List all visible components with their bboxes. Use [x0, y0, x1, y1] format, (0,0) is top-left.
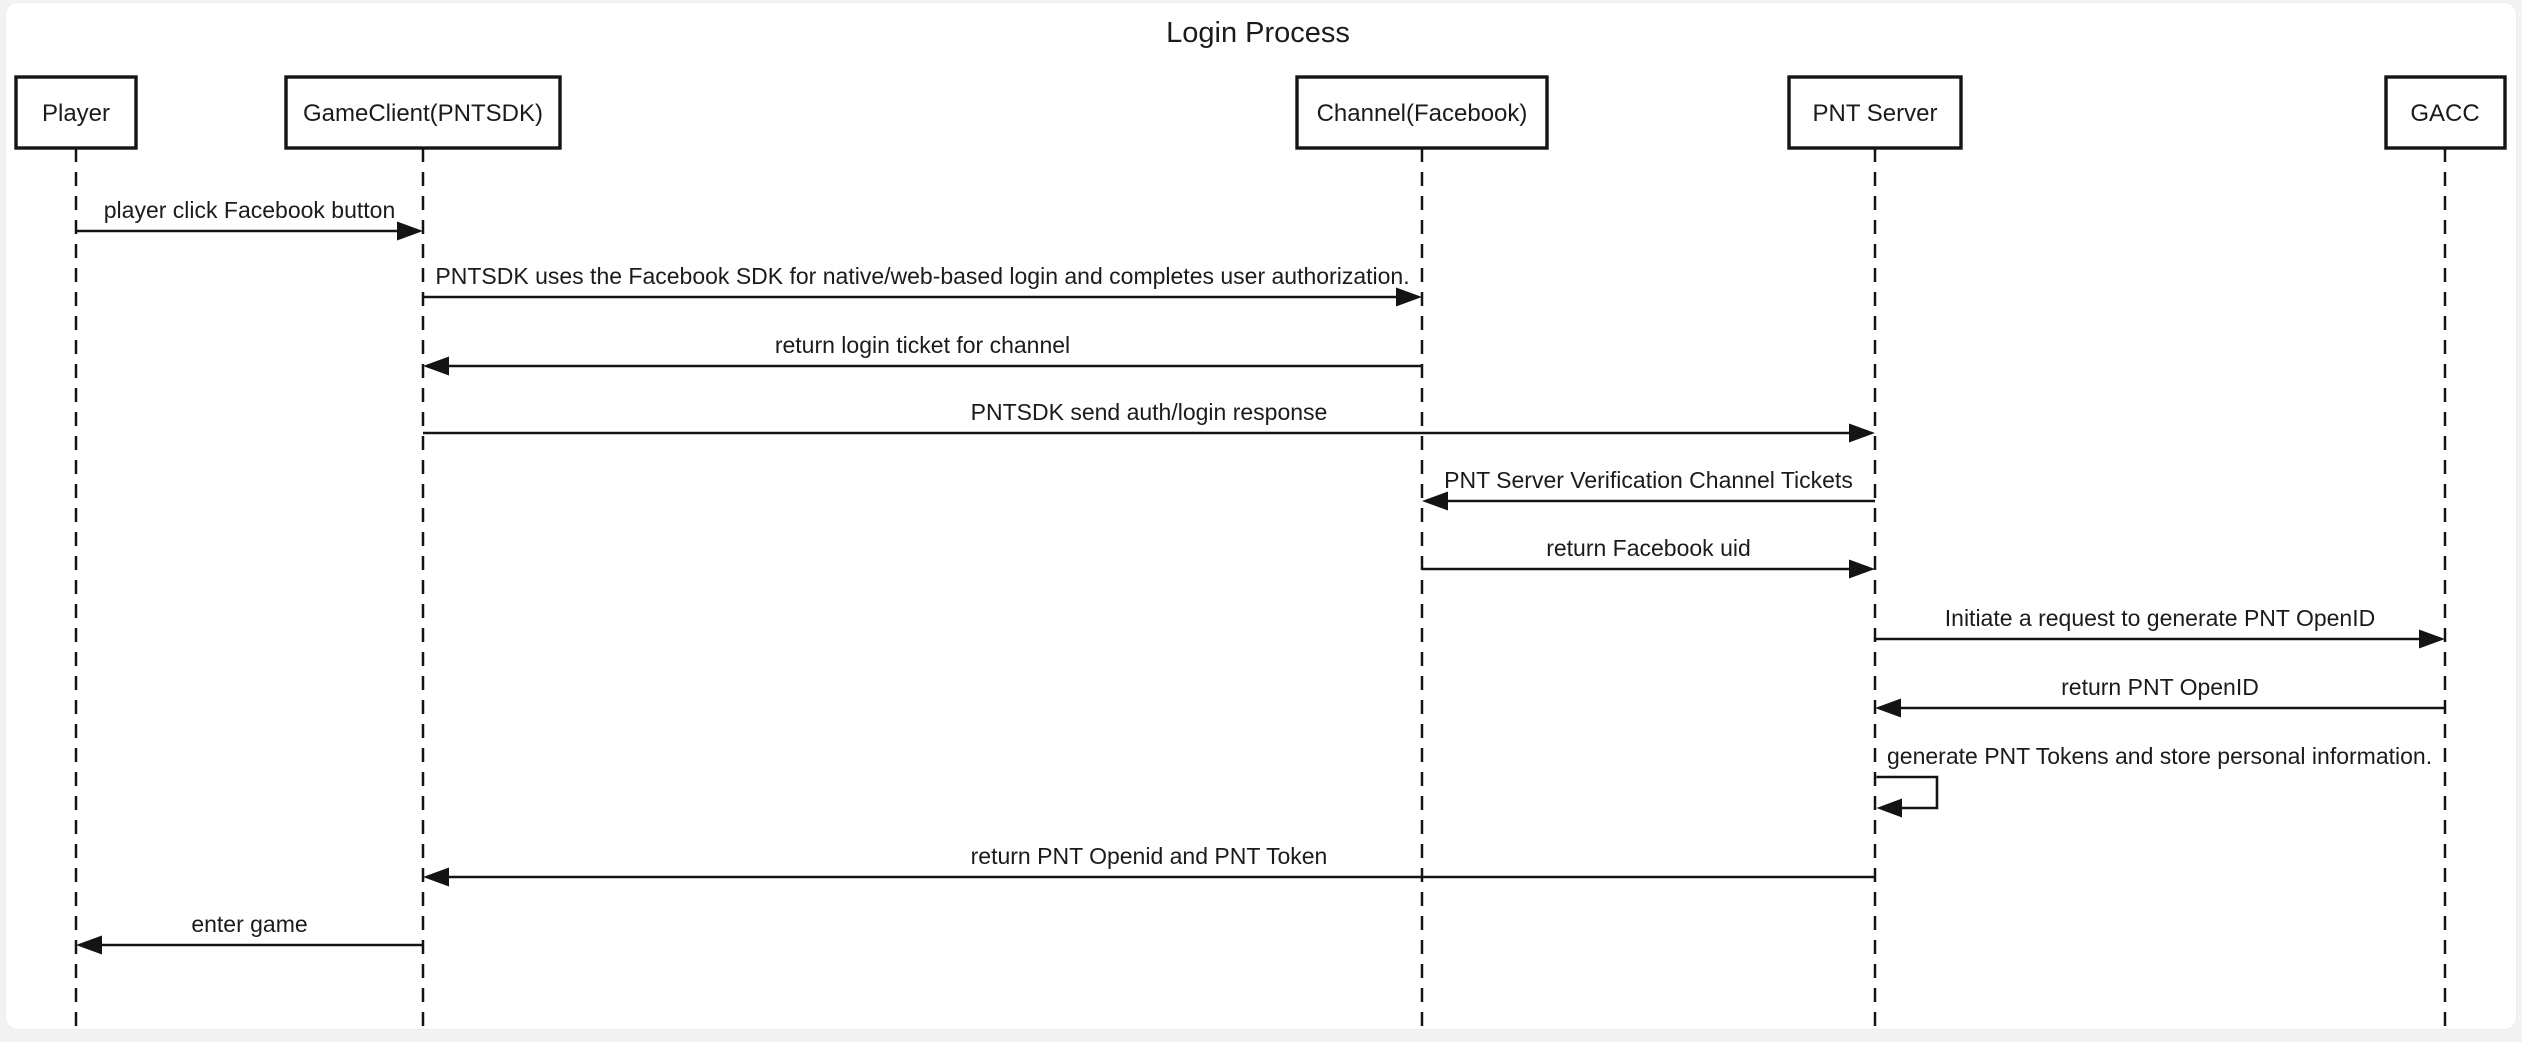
message-label-5: return Facebook uid [1546, 535, 1751, 561]
participant-label-gacc: GACC [2410, 100, 2479, 127]
message-arrowhead-8 [1876, 798, 1902, 818]
message-arrowhead-2 [423, 356, 449, 376]
message-label-1: PNTSDK uses the Facebook SDK for native/… [435, 263, 1409, 289]
diagram-title: Login Process [1166, 17, 1350, 49]
message-selfloop-8 [1876, 775, 1939, 810]
message-arrowhead-0 [397, 221, 423, 241]
participant-box-gacc [2384, 75, 2507, 150]
message-arrowhead-5 [1849, 559, 1875, 579]
message-arrowhead-4 [1422, 491, 1448, 511]
participant-box-channel [1295, 75, 1549, 150]
message-label-8: generate PNT Tokens and store personal i… [1887, 743, 2432, 769]
message-arrowhead-1 [1396, 287, 1422, 307]
participant-box-gameclient [284, 75, 562, 150]
participant-label-channel: Channel(Facebook) [1317, 100, 1528, 127]
message-arrowhead-7 [1875, 698, 1901, 718]
message-label-4: PNT Server Verification Channel Tickets [1444, 467, 1853, 493]
participant-box-player [14, 75, 138, 150]
message-arrowhead-6 [2419, 629, 2445, 649]
message-label-10: enter game [191, 911, 307, 937]
participant-label-pntserver: PNT Server [1813, 100, 1938, 127]
message-arrowhead-9 [423, 867, 449, 887]
message-label-7: return PNT OpenID [2061, 674, 2259, 700]
message-label-3: PNTSDK send auth/login response [971, 399, 1328, 425]
message-label-0: player click Facebook button [104, 197, 396, 223]
participant-box-pntserver [1787, 75, 1963, 150]
message-arrowhead-10 [76, 935, 102, 955]
message-label-2: return login ticket for channel [775, 332, 1070, 358]
participant-label-gameclient: GameClient(PNTSDK) [303, 100, 543, 127]
message-label-6: Initiate a request to generate PNT OpenI… [1945, 605, 2375, 631]
message-label-9: return PNT Openid and PNT Token [971, 843, 1328, 869]
participant-label-player: Player [42, 100, 110, 127]
message-arrowhead-3 [1849, 423, 1875, 443]
